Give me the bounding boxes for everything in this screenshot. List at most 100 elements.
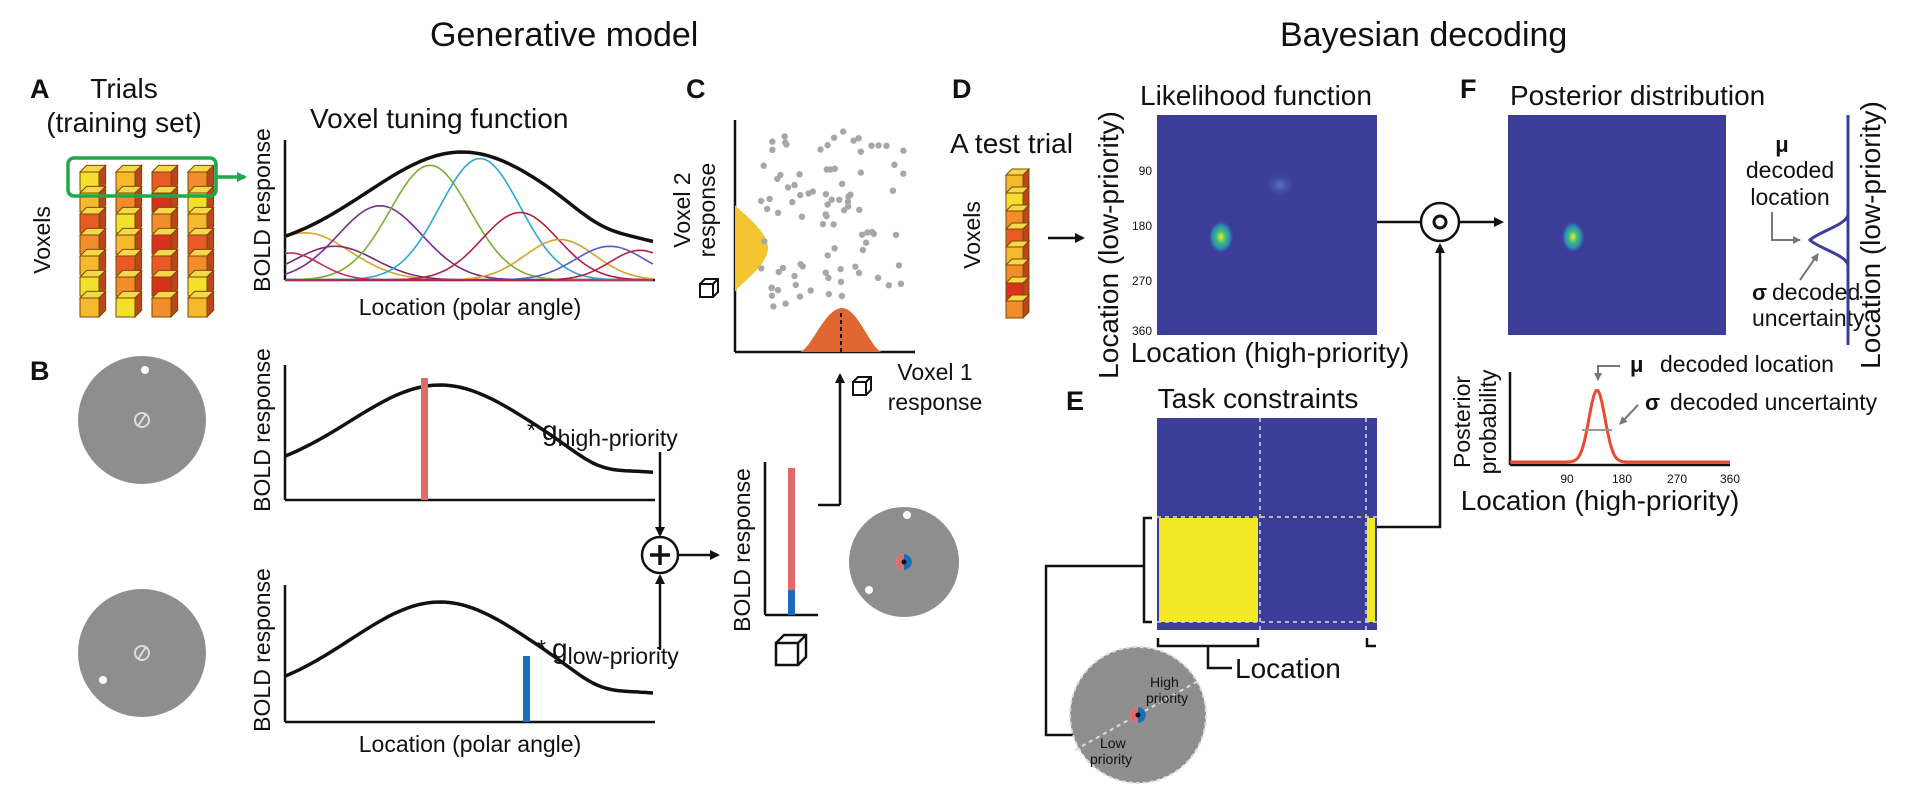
scatter-dot xyxy=(822,191,830,198)
posterior-xlabel: Location (high-priority) xyxy=(1461,485,1740,516)
likelihood-peak-faint xyxy=(1262,171,1298,199)
scatter-dot xyxy=(875,142,882,149)
scatter-dot xyxy=(831,245,838,252)
tuning-xlabel: Location (polar angle) xyxy=(359,294,581,320)
scatter-dot xyxy=(840,128,847,135)
constraints-matrix xyxy=(1157,418,1377,630)
c-xlabel-line2: response xyxy=(888,389,983,415)
panel-letter-c: C xyxy=(686,74,706,104)
constraints-left-bracket xyxy=(1142,516,1152,624)
posterior-mu-arrow xyxy=(1594,365,1620,381)
voxel-cube xyxy=(78,185,107,214)
scatter-dot xyxy=(807,287,814,294)
bracket-connector xyxy=(1044,564,1144,737)
side-mu-symbol: μ xyxy=(1775,132,1788,157)
b-xlabel: Location (polar angle) xyxy=(359,731,581,757)
voxel-cube xyxy=(1004,257,1031,284)
stimulus-disk-combined xyxy=(849,507,959,617)
voxel-cube xyxy=(150,269,179,298)
c-ylabel-line1: Voxel 2 xyxy=(669,172,695,247)
scatter-dot xyxy=(791,272,798,280)
tuning-function-title: Voxel tuning function xyxy=(310,103,568,134)
voxel-cube xyxy=(78,290,107,319)
scatter-dot xyxy=(895,262,903,269)
scatter-dot xyxy=(792,281,799,289)
posterior-ylabel-line1: Posterior xyxy=(1449,376,1475,468)
gain-high-label: ghigh-priority xyxy=(542,415,678,451)
sum-operator xyxy=(640,535,680,575)
voxel-cube xyxy=(78,227,107,256)
scatter-dot xyxy=(857,169,864,176)
voxel-cube xyxy=(114,227,143,256)
side-posterior-curve xyxy=(1807,214,1850,266)
likelihood-ylabel: Location (low-priority) xyxy=(1093,111,1124,379)
scatter-dot xyxy=(889,187,897,194)
likelihood-heatmap xyxy=(1157,115,1377,335)
voxels-label-d: Voxels xyxy=(959,201,985,269)
scatter-dot xyxy=(822,269,829,276)
constraints-right-bracket xyxy=(1365,638,1376,648)
panel-e: E Task constraints Location High priorit… xyxy=(1044,383,1377,784)
gain-low-star: * xyxy=(537,635,546,661)
voxel-cube xyxy=(150,206,179,235)
panel-f: F Posterior distribution μ decoded locat… xyxy=(1449,74,1886,516)
posterior-curve xyxy=(1510,389,1730,464)
posterior-mu-symbol: μ xyxy=(1630,352,1643,377)
channel-curve xyxy=(285,249,654,281)
scatter-dot xyxy=(836,196,843,203)
scatter-dot xyxy=(822,211,829,218)
arrow-constraints-to-product xyxy=(1377,243,1445,529)
voxel-cube xyxy=(1004,203,1031,230)
panel-letter-d: D xyxy=(952,74,972,104)
scatter-dot xyxy=(855,135,862,142)
summed-tuning-curve xyxy=(284,150,654,244)
posterior-sigma-text: decoded uncertainty xyxy=(1670,389,1878,415)
scatter-dot xyxy=(885,282,892,289)
panel-c: C Voxel 2 response Voxel 1 response xyxy=(669,74,982,415)
scatter-dot xyxy=(760,162,767,169)
scatter-dot xyxy=(824,201,831,208)
scatter-dot xyxy=(791,181,798,189)
trials-label-line1: Trials xyxy=(90,73,157,104)
voxel-cube xyxy=(186,227,215,256)
voxel-cube xyxy=(78,269,107,298)
location-connector xyxy=(1206,646,1232,670)
scatter-dot xyxy=(781,133,788,140)
scatter-dot xyxy=(844,203,852,210)
combined-bar-low-part xyxy=(788,590,795,615)
scatter-dot xyxy=(897,280,905,287)
panel-b: B BOLD response * ghigh-priority BOLD re… xyxy=(30,348,959,757)
scatter-dot xyxy=(768,284,775,292)
likelihood-ytick-90: 90 xyxy=(1139,164,1153,178)
scatter-dot xyxy=(844,198,852,205)
voxel2-cube-icon xyxy=(699,278,719,298)
side-mu-arrow xyxy=(1771,212,1801,244)
likelihood-title: Likelihood function xyxy=(1140,80,1372,111)
scatter-dot xyxy=(868,142,875,149)
panel-letter-a: A xyxy=(30,74,50,104)
scatter-dot xyxy=(862,239,870,246)
scatter-dot xyxy=(859,246,867,254)
scatter-dot xyxy=(856,206,863,214)
test-trial-label: A test trial xyxy=(950,128,1073,159)
voxel-cube xyxy=(186,290,215,319)
scatter-dot xyxy=(857,148,864,155)
scatter-dot xyxy=(824,142,831,149)
combined-bar-high-part xyxy=(788,468,795,590)
scatter-dot xyxy=(837,278,845,286)
voxel-cube xyxy=(1004,293,1031,320)
likelihood-xlabel: Location (high-priority) xyxy=(1131,337,1410,368)
scatter-dot xyxy=(775,268,782,276)
posterior-sigma-symbol: σ xyxy=(1645,390,1660,415)
posterior-peak xyxy=(1561,221,1585,253)
priority-disk xyxy=(1069,646,1207,784)
likelihood-ytick-270: 270 xyxy=(1132,274,1152,288)
scatter-dot xyxy=(761,238,768,245)
heading-bayesian-decoding: Bayesian decoding xyxy=(1280,16,1567,54)
constraints-title: Task constraints xyxy=(1158,383,1359,414)
scatter-dot xyxy=(830,221,837,228)
scatter-dot xyxy=(817,146,824,153)
likelihood-ytick-360: 360 xyxy=(1132,324,1152,338)
c-xlabel-line1: Voxel 1 xyxy=(897,359,972,385)
